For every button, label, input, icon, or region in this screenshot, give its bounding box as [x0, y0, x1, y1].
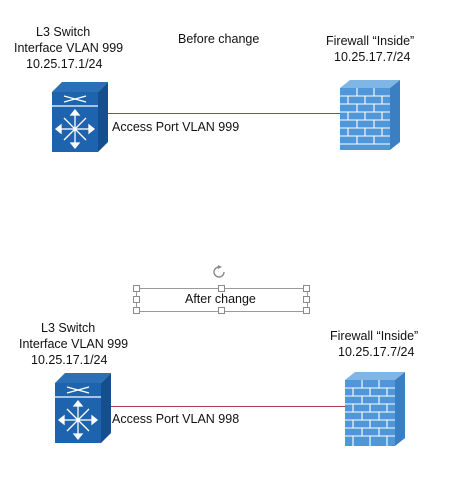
l3-switch-icon	[52, 82, 108, 152]
resize-handle-tm[interactable]	[218, 285, 225, 292]
top-switch-label-1: L3 Switch	[36, 25, 91, 39]
bottom-switch-label-3: 10.25.17.1/24	[31, 353, 108, 367]
bottom-link-line	[108, 406, 348, 407]
bottom-link-label: Access Port VLAN 998	[112, 412, 240, 426]
resize-handle-tr[interactable]	[303, 285, 310, 292]
rotate-handle-icon[interactable]	[212, 265, 226, 279]
bottom-switch-label-2: Interface VLAN 999	[19, 337, 129, 351]
bottom-firewall-label-2: 10.25.17.7/24	[338, 345, 415, 359]
resize-handle-br[interactable]	[303, 307, 310, 314]
resize-handle-mr[interactable]	[303, 296, 310, 303]
top-link-label: Access Port VLAN 999	[112, 120, 240, 134]
bottom-switch-label-1: L3 Switch	[41, 321, 96, 335]
resize-handle-bl[interactable]	[133, 307, 140, 314]
top-firewall-label-1: Firewall “Inside”	[326, 34, 415, 48]
top-link-line	[106, 113, 344, 114]
firewall-icon	[340, 80, 400, 150]
bottom-caption: After change	[185, 292, 256, 306]
resize-handle-tl[interactable]	[133, 285, 140, 292]
top-switch-label-2: Interface VLAN 999	[14, 41, 124, 55]
l3-switch-icon	[55, 373, 111, 443]
bottom-firewall-label-1: Firewall “Inside”	[330, 329, 419, 343]
top-firewall-label-2: 10.25.17.7/24	[334, 50, 411, 64]
resize-handle-ml[interactable]	[133, 296, 140, 303]
resize-handle-bm[interactable]	[218, 307, 225, 314]
top-switch-label-3: 10.25.17.1/24	[26, 57, 103, 71]
top-caption: Before change	[178, 32, 260, 46]
firewall-icon	[345, 372, 405, 446]
